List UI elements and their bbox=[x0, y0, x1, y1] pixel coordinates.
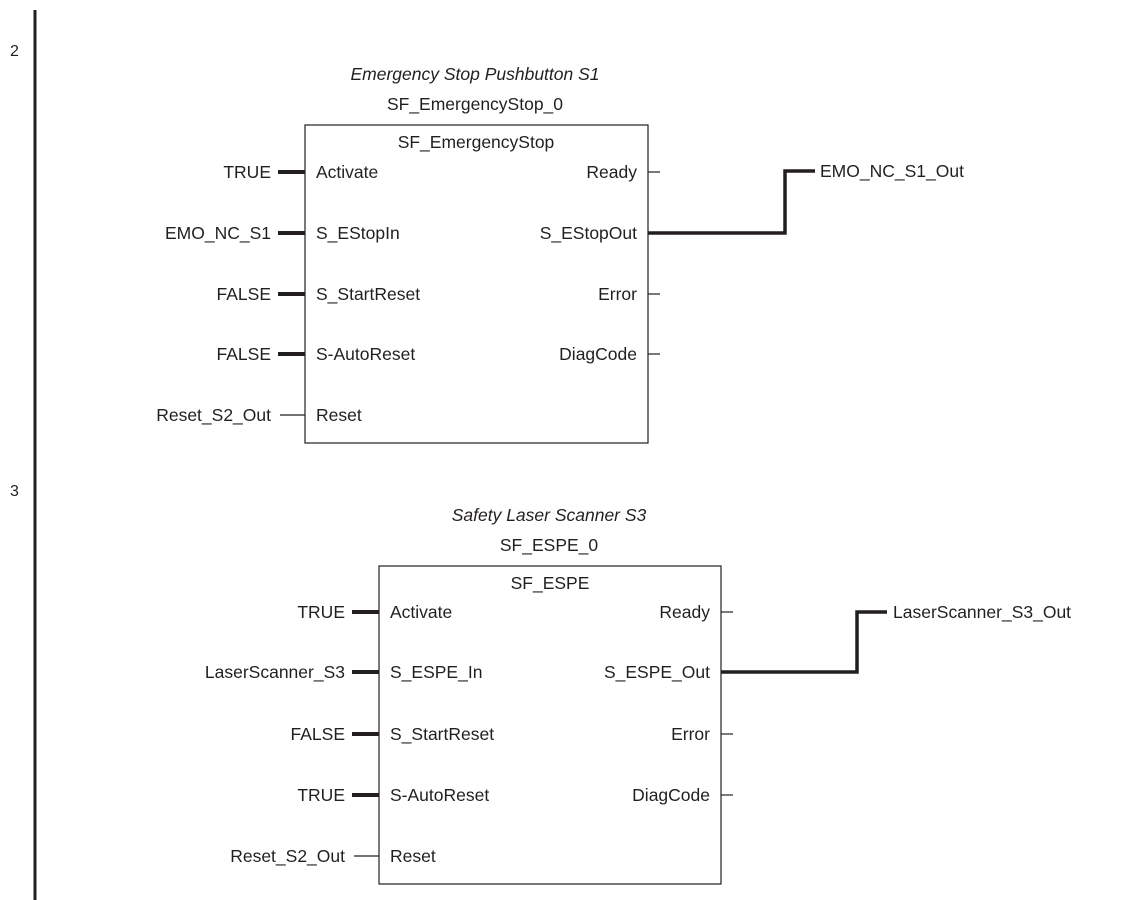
rung-number: 2 bbox=[10, 43, 19, 60]
function-block-type: SF_ESPE bbox=[511, 573, 590, 594]
input-pin-label: Reset bbox=[316, 405, 362, 425]
output-pin-label: Error bbox=[598, 284, 637, 304]
input-value[interactable]: TRUE bbox=[297, 602, 345, 622]
output-pin-label: S_EStopOut bbox=[540, 223, 637, 244]
input-pin-label: S_ESPE_In bbox=[390, 662, 482, 683]
input-pin-label: Activate bbox=[316, 162, 378, 182]
output-pin-label: S_ESPE_Out bbox=[604, 662, 710, 683]
output-pin-label: DiagCode bbox=[632, 785, 710, 805]
input-pin-label: Activate bbox=[390, 602, 452, 622]
input-value[interactable]: LaserScanner_S3 bbox=[205, 662, 345, 683]
input-value[interactable]: Reset_S2_Out bbox=[230, 846, 345, 867]
output-value[interactable]: EMO_NC_S1_Out bbox=[820, 161, 964, 182]
input-value[interactable]: TRUE bbox=[297, 785, 345, 805]
input-pin-label: Reset bbox=[390, 846, 436, 866]
rung-3: 3 Safety Laser Scanner S3 SF_ESPE_0 SF_E… bbox=[10, 483, 1071, 885]
output-pin-label: Ready bbox=[659, 602, 710, 622]
function-block-box[interactable] bbox=[304, 124, 649, 444]
block-comment: Emergency Stop Pushbutton S1 bbox=[350, 64, 599, 84]
input-value[interactable]: FALSE bbox=[291, 724, 345, 744]
input-value[interactable]: FALSE bbox=[217, 344, 271, 364]
input-pin-label: S-AutoReset bbox=[390, 785, 489, 805]
output-wire bbox=[721, 610, 887, 674]
input-pin-label: S_StartReset bbox=[390, 724, 494, 745]
output-value[interactable]: LaserScanner_S3_Out bbox=[893, 602, 1071, 623]
input-value[interactable]: Reset_S2_Out bbox=[156, 405, 271, 426]
instance-name: SF_ESPE_0 bbox=[500, 535, 599, 556]
input-pin-label: S-AutoReset bbox=[316, 344, 415, 364]
output-pin-label: Error bbox=[671, 724, 710, 744]
rung-2: 2 Emergency Stop Pushbutton S1 SF_Emerge… bbox=[10, 43, 964, 444]
function-block-sf-espe[interactable]: SF_ESPE Activate TRUE S_ESPE_In LaserSca… bbox=[205, 565, 1071, 885]
function-block-box[interactable] bbox=[378, 565, 722, 885]
instance-name: SF_EmergencyStop_0 bbox=[387, 94, 563, 115]
function-block-sf-emergencystop[interactable]: SF_EmergencyStop Activate TRUE S_EStopIn… bbox=[156, 124, 964, 444]
input-value[interactable]: TRUE bbox=[223, 162, 271, 182]
function-block-type: SF_EmergencyStop bbox=[398, 132, 555, 153]
rung-number: 3 bbox=[10, 483, 19, 500]
input-pin-label: S_EStopIn bbox=[316, 223, 400, 244]
input-value[interactable]: EMO_NC_S1 bbox=[165, 223, 271, 244]
output-pin-label: DiagCode bbox=[559, 344, 637, 364]
output-wire bbox=[648, 169, 815, 235]
input-pin-label: S_StartReset bbox=[316, 284, 420, 305]
output-pin-label: Ready bbox=[586, 162, 637, 182]
block-comment: Safety Laser Scanner S3 bbox=[452, 505, 647, 525]
input-value[interactable]: FALSE bbox=[217, 284, 271, 304]
